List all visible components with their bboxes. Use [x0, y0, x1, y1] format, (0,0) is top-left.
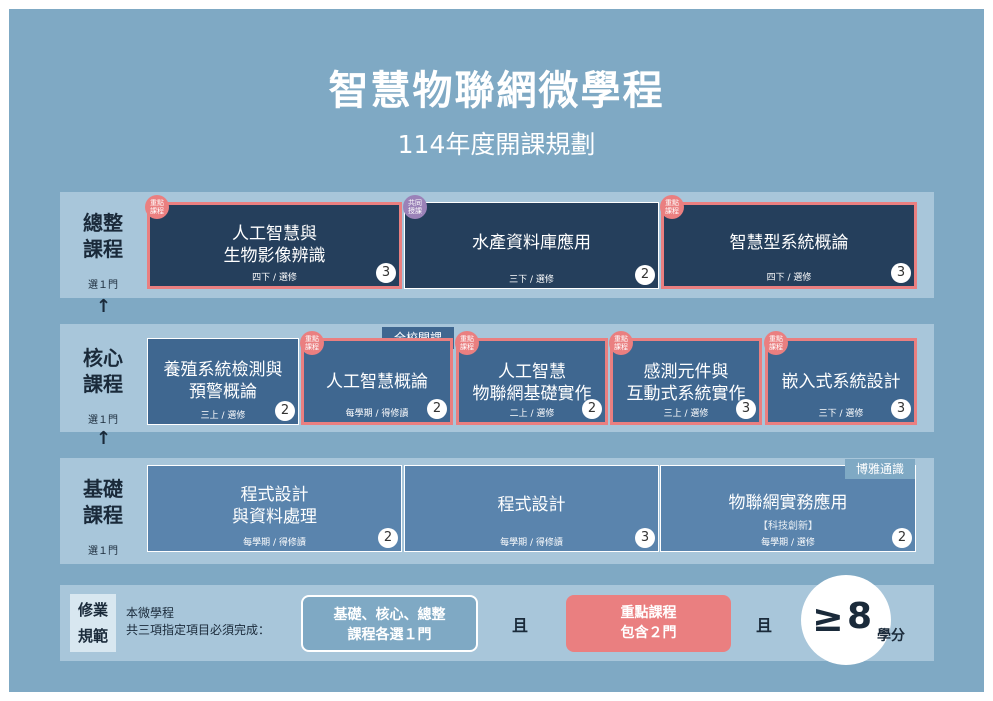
course-title-line1: 水產資料庫應用: [472, 233, 591, 253]
credit-badge: 3: [736, 399, 756, 419]
course-info: 二上 / 選修: [509, 409, 555, 419]
credit-circle: [801, 575, 891, 665]
course-title-line2: 與資料處理: [232, 507, 317, 527]
requirement-tiers-line2: 課程各選１門: [347, 627, 432, 643]
key-course-badge: 重點課程: [764, 331, 788, 355]
page-subtitle: 114年度開課規劃: [397, 130, 596, 159]
course-title-line1: 程式設計: [497, 495, 566, 515]
course-title-line1: 程式設計: [240, 485, 309, 505]
course-card[interactable]: 程式設計 與資料處理 每學期 / 得修讀 2: [147, 465, 402, 552]
credit-badge: 3: [891, 263, 911, 283]
tier-pick: 選１門: [88, 546, 118, 557]
course-title-line2: 預警概論: [189, 382, 257, 402]
capstone-label: 總整 課程 選１門: [60, 210, 146, 291]
course-title-line2: 物聯網基礎實作: [472, 384, 592, 404]
up-arrow-icon: ↑: [96, 428, 112, 449]
course-info: 四下 / 選修: [252, 273, 297, 283]
tier-name-line1: 基礎: [83, 477, 123, 501]
course-card[interactable]: 人工智慧概論 每學期 / 得修讀 2: [301, 338, 453, 425]
shared-teaching-badge: 共同授課: [403, 195, 427, 219]
credit-badge: 2: [275, 401, 295, 421]
credit-badge: 2: [427, 399, 447, 419]
course-card[interactable]: 程式設計 每學期 / 得修讀 3: [404, 465, 659, 552]
course-info: 每學期 / 選修: [761, 538, 815, 548]
course-card[interactable]: 物聯網實務應用 【科技創新】 每學期 / 選修 2: [660, 465, 916, 552]
requirement-label-line1: 修業: [77, 601, 108, 619]
requirement-description: 本微學程 共三項指定項目必須完成：: [126, 605, 270, 639]
key-course-badge: 重點課程: [455, 331, 479, 355]
course-card[interactable]: 感測元件與 互動式系統實作 三上 / 選修 3: [610, 338, 762, 425]
and-text: 且: [756, 616, 773, 635]
min-credits-value: 8: [847, 596, 873, 637]
course-note: 【科技創新】: [758, 521, 818, 532]
key-course-badge: 重點課程: [609, 331, 633, 355]
requirement-label: 修業 規範: [70, 594, 116, 652]
requirement-key-line1: 重點課程: [620, 605, 677, 621]
tier-name-line2: 課程: [83, 237, 123, 261]
tier-name-line2: 課程: [83, 503, 123, 527]
requirement-label-line2: 規範: [77, 627, 108, 645]
requirement-desc-line1: 本微學程: [126, 606, 175, 620]
general-education-tag: 博雅通識: [845, 459, 915, 479]
tier-pick: 選１門: [88, 280, 118, 291]
course-card[interactable]: 智慧型系統概論 四下 / 選修 3: [661, 202, 917, 289]
credits-unit: 學分: [877, 628, 905, 644]
course-info: 三下 / 選修: [818, 409, 864, 419]
foundation-label: 基礎 課程 選１門: [60, 476, 146, 557]
credit-badge: 3: [376, 263, 396, 283]
requirement-tiers-box: 基礎、核心、總整 課程各選１門: [301, 595, 478, 652]
requirement-tiers-line1: 基礎、核心、總整: [333, 607, 446, 623]
course-info: 每學期 / 得修讀: [500, 538, 563, 548]
course-info: 三上 / 選修: [200, 411, 246, 421]
page-title: 智慧物聯網微學程: [328, 68, 665, 114]
course-title-line2: 生物影像辨識: [223, 246, 326, 266]
tier-name-line1: 核心: [83, 346, 123, 370]
course-card[interactable]: 嵌入式系統設計 三下 / 選修 3: [765, 338, 917, 425]
course-title-line1: 養殖系統檢測與: [163, 360, 283, 380]
course-title-line1: 人工智慧與: [232, 224, 317, 244]
key-course-badge: 重點課程: [660, 195, 684, 219]
credit-badge: 3: [635, 528, 655, 548]
credit-badge: 3: [891, 399, 911, 419]
credit-badge: 2: [378, 528, 398, 548]
key-course-badge: 重點課程: [145, 195, 169, 219]
course-card[interactable]: 人工智慧與 生物影像辨識 四下 / 選修 3: [147, 202, 402, 289]
course-card[interactable]: 養殖系統檢測與 預警概論 三上 / 選修 2: [147, 338, 299, 425]
course-card[interactable]: 人工智慧 物聯網基礎實作 二上 / 選修 2: [456, 338, 608, 425]
course-info: 每學期 / 得修讀: [345, 409, 409, 419]
greater-equal-icon: ≥: [812, 596, 844, 640]
course-card[interactable]: 水產資料庫應用 三下 / 選修 2: [404, 202, 659, 289]
tier-name-line1: 總整: [83, 211, 123, 235]
course-title-line1: 智慧型系統概論: [729, 233, 849, 253]
course-info: 每學期 / 得修讀: [243, 538, 306, 548]
course-title-line2: 互動式系統實作: [626, 384, 746, 404]
course-title-line1: 感測元件與: [643, 362, 729, 382]
requirement-key-courses-box: 重點課程 包含２門: [566, 595, 731, 652]
credit-badge: 2: [892, 528, 912, 548]
core-label: 核心 課程 選１門: [60, 345, 146, 426]
key-course-badge: 重點課程: [300, 331, 324, 355]
course-title-line1: 人工智慧概論: [326, 372, 428, 392]
tier-pick: 選１門: [88, 415, 118, 426]
course-title-line1: 嵌入式系統設計: [781, 372, 901, 392]
course-title-line1: 人工智慧: [498, 362, 566, 382]
requirement-key-line2: 包含２門: [620, 625, 677, 641]
course-info: 四下 / 選修: [766, 273, 812, 283]
course-info: 三下 / 選修: [509, 275, 554, 285]
requirement-desc-line2: 共三項指定項目必須完成：: [126, 623, 271, 637]
credit-badge: 2: [635, 265, 655, 285]
tier-name-line2: 課程: [83, 372, 123, 396]
requirement-band: [60, 585, 934, 661]
credit-badge: 2: [582, 399, 602, 419]
course-title-line1: 物聯網實務應用: [728, 493, 848, 513]
and-text: 且: [512, 616, 529, 635]
up-arrow-icon: ↑: [96, 296, 112, 317]
course-info: 三上 / 選修: [663, 409, 709, 419]
